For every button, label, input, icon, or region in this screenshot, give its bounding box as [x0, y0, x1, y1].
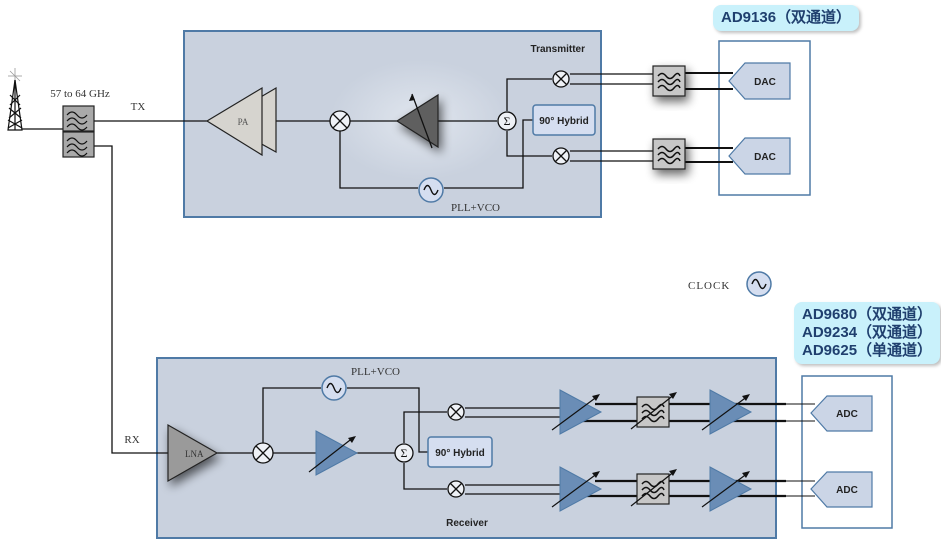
svg-text:Σ: Σ — [401, 446, 408, 460]
rx-vga-q-2 — [701, 466, 753, 512]
rx-vga-q-1 — [551, 466, 603, 512]
tx-filter-q — [652, 138, 686, 170]
tx-90-hybrid: 90° Hybrid — [532, 104, 596, 136]
adc-part-line: AD9625（单通道） — [802, 342, 933, 359]
dac-2: DAC — [728, 137, 791, 175]
lna-label: LNA — [185, 449, 204, 459]
rx-pll-vco — [321, 375, 347, 401]
clock-label: CLOCK — [688, 280, 730, 292]
rx-mixer-q — [447, 480, 465, 498]
tx-mixer-q — [552, 147, 570, 165]
adc-part-line: AD9680（双通道） — [802, 306, 933, 323]
tx-mixer-i — [552, 70, 570, 88]
tx-pll-label: PLL+VCO — [451, 202, 500, 214]
dac-1: DAC — [728, 62, 791, 100]
dac-part-number: AD9136（双通道） — [721, 9, 852, 26]
adc-part-callout: AD9680（双通道） AD9234（双通道） AD9625（单通道） — [794, 302, 941, 364]
svg-text:90° Hybrid: 90° Hybrid — [435, 448, 485, 459]
rx-mixer-main — [252, 442, 274, 464]
rx-pll-label: PLL+VCO — [351, 366, 400, 378]
clock-oscillator-icon — [746, 271, 772, 297]
svg-text:DAC: DAC — [754, 77, 776, 88]
svg-text:ADC: ADC — [836, 485, 858, 496]
tx-variable-gain-amp — [395, 93, 439, 149]
antenna-filter-rx — [62, 131, 95, 158]
mixers — [252, 70, 570, 498]
rx-vga-i-2 — [701, 389, 753, 435]
tx-label: TX — [131, 101, 146, 113]
rx-variable-gain-amp — [308, 430, 359, 476]
rx-summer: Σ — [394, 443, 414, 463]
adc-2: ADC — [810, 471, 873, 508]
rx-label: RX — [124, 434, 139, 446]
svg-text:DAC: DAC — [754, 152, 776, 163]
pa-label: PA — [238, 117, 249, 127]
dac-part-callout: AD9136（双通道） — [713, 5, 860, 31]
rx-90-hybrid: 90° Hybrid — [427, 436, 493, 468]
svg-text:ADC: ADC — [836, 409, 858, 420]
tx-filter-i — [652, 65, 686, 97]
tx-summer: Σ — [497, 111, 517, 131]
antenna-filter-tx — [62, 105, 95, 132]
power-amplifier: PA — [205, 86, 277, 157]
transmitter-title: Transmitter — [531, 44, 586, 55]
adc-part-line: AD9234（双通道） — [802, 324, 933, 341]
rx-tunable-filter-q — [630, 469, 677, 507]
rx-mixer-i — [447, 403, 465, 421]
rx-vga-i-1 — [551, 389, 603, 435]
svg-text:Σ: Σ — [504, 114, 511, 128]
rx-tunable-filter-i — [630, 392, 677, 430]
receiver-title: Receiver — [446, 518, 488, 529]
low-noise-amplifier: LNA — [167, 423, 219, 483]
antenna-icon — [7, 68, 23, 131]
adc-1: ADC — [810, 395, 873, 432]
band-label: 57 to 64 GHz — [50, 88, 110, 100]
svg-text:90° Hybrid: 90° Hybrid — [539, 116, 589, 127]
tx-mixer-main — [329, 110, 351, 132]
tx-pll-vco — [418, 177, 444, 203]
